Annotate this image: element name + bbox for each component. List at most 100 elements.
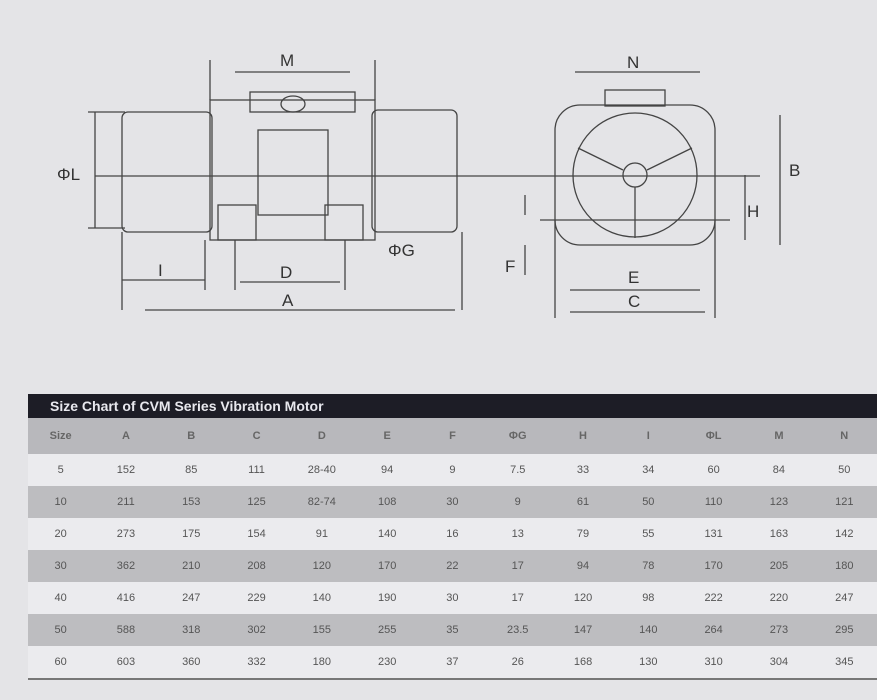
column-header: E <box>354 418 420 454</box>
table-cell: 30 <box>419 582 486 614</box>
table-cell: 94 <box>550 550 616 582</box>
table-cell: 603 <box>93 646 159 678</box>
label-I: I <box>158 261 163 280</box>
table-cell: 60 <box>680 454 747 486</box>
table-cell: 10 <box>28 486 94 518</box>
table-cell: 247 <box>811 582 877 614</box>
table-cell: 142 <box>811 518 877 550</box>
table-cell: 295 <box>811 614 877 646</box>
table-cell: 131 <box>680 518 747 550</box>
table-cell: 318 <box>158 614 224 646</box>
table-cell: 9 <box>419 454 486 486</box>
motor-dimension-drawing: M ΦL I D A ΦG N B H F E C <box>57 51 800 318</box>
table-cell: 84 <box>746 454 812 486</box>
label-N: N <box>627 53 639 72</box>
table-cell: 155 <box>289 614 355 646</box>
table-cell: 152 <box>93 454 159 486</box>
table-cell: 180 <box>811 550 877 582</box>
column-header: Size <box>28 418 94 454</box>
table-cell: 123 <box>746 486 812 518</box>
table-cell: 310 <box>680 646 747 678</box>
table-cell: 154 <box>223 518 290 550</box>
table-cell: 264 <box>680 614 747 646</box>
label-L: ΦL <box>57 165 80 184</box>
table-cell: 30 <box>419 486 486 518</box>
label-A: A <box>282 291 294 310</box>
table-cell: 121 <box>811 486 877 518</box>
table-cell: 247 <box>158 582 224 614</box>
label-G: ΦG <box>388 241 415 260</box>
label-F: F <box>505 257 515 276</box>
label-D: D <box>280 263 292 282</box>
table-cell: 588 <box>93 614 159 646</box>
table-cell: 120 <box>550 582 616 614</box>
table-cell: 20 <box>28 518 94 550</box>
table-cell: 35 <box>419 614 486 646</box>
table-cell: 28-40 <box>289 454 355 486</box>
size-chart: Size Chart of CVM Series Vibration Motor… <box>28 394 877 680</box>
table-cell: 190 <box>354 582 420 614</box>
table-cell: 273 <box>746 614 812 646</box>
column-header: B <box>158 418 224 454</box>
table-cell: 120 <box>289 550 355 582</box>
table-cell: 302 <box>223 614 290 646</box>
column-header: F <box>419 418 486 454</box>
table-cell: 94 <box>354 454 420 486</box>
table-cell: 33 <box>550 454 616 486</box>
column-header: ΦL <box>680 418 747 454</box>
table-cell: 180 <box>289 646 355 678</box>
table-cell: 170 <box>354 550 420 582</box>
label-H: H <box>747 202 759 221</box>
table-cell: 140 <box>615 614 681 646</box>
table-cell: 153 <box>158 486 224 518</box>
table-cell: 255 <box>354 614 420 646</box>
table-cell: 50 <box>811 454 877 486</box>
column-header: A <box>93 418 159 454</box>
table-cell: 111 <box>223 454 290 486</box>
table-cell: 16 <box>419 518 486 550</box>
table-cell: 273 <box>93 518 159 550</box>
table-cell: 26 <box>485 646 551 678</box>
table-cell: 230 <box>354 646 420 678</box>
label-C: C <box>628 292 640 311</box>
label-M: M <box>280 51 294 70</box>
label-E: E <box>628 268 639 287</box>
table-cell: 40 <box>28 582 94 614</box>
table-cell: 22 <box>419 550 486 582</box>
label-B: B <box>789 161 800 180</box>
table-cell: 175 <box>158 518 224 550</box>
table-cell: 85 <box>158 454 224 486</box>
table-cell: 332 <box>223 646 290 678</box>
table-cell: 50 <box>28 614 94 646</box>
table-cell: 163 <box>746 518 812 550</box>
size-chart-title: Size Chart of CVM Series Vibration Motor <box>28 394 877 418</box>
table-cell: 17 <box>485 582 551 614</box>
table-cell: 345 <box>811 646 877 678</box>
table-cell: 61 <box>550 486 616 518</box>
table-cell: 208 <box>223 550 290 582</box>
table-cell: 91 <box>289 518 355 550</box>
table-cell: 13 <box>485 518 551 550</box>
table-cell: 110 <box>680 486 747 518</box>
column-header: D <box>289 418 355 454</box>
table-cell: 170 <box>680 550 747 582</box>
table-cell: 304 <box>746 646 812 678</box>
table-cell: 108 <box>354 486 420 518</box>
column-header: M <box>746 418 812 454</box>
table-cell: 30 <box>28 550 94 582</box>
table-cell: 82-74 <box>289 486 355 518</box>
table-cell: 168 <box>550 646 616 678</box>
column-header: H <box>550 418 616 454</box>
table-cell: 9 <box>485 486 551 518</box>
table-cell: 147 <box>550 614 616 646</box>
column-header: ΦG <box>485 418 551 454</box>
table-cell: 140 <box>354 518 420 550</box>
table-cell: 130 <box>615 646 681 678</box>
